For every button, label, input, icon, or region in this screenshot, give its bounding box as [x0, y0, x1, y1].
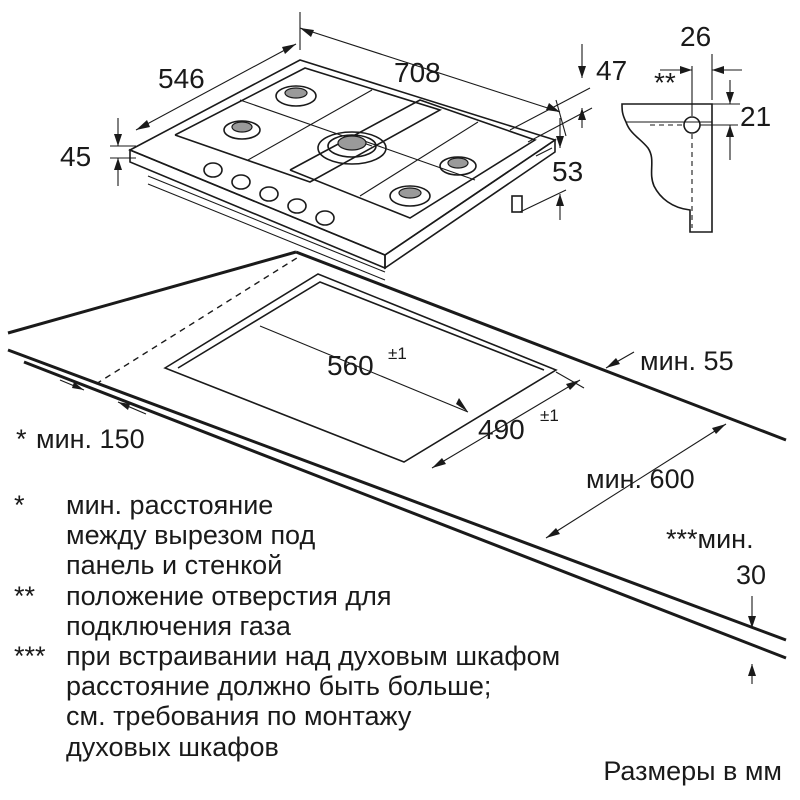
dim-width-label: 708: [394, 57, 441, 88]
dim-gas-21-label: 21: [740, 101, 771, 132]
burner-front-right: [389, 185, 431, 207]
cutout-width-label: 560: [327, 350, 374, 381]
cutout-depth-tolerance: ±1: [540, 406, 559, 425]
worktop: [7, 250, 787, 660]
clearance-back-label: мин. 55: [640, 346, 734, 376]
footnote-mark: **: [14, 580, 36, 611]
cutout-width-tolerance: ±1: [388, 344, 407, 363]
footnote-mark: ***: [14, 641, 46, 672]
dim-min-150: [59, 379, 147, 415]
clearance-oven-label: 30: [736, 560, 766, 590]
dim-gas-26-label: 26: [680, 21, 711, 52]
clearance-oven-mark: ***мин.: [666, 524, 754, 554]
dim-offset-47-label: 47: [596, 55, 627, 86]
footnotes: * мин. расстояние между вырезом под пане…: [14, 490, 574, 762]
footnote-3: *** при встраивании над духовым шкафом р…: [14, 641, 574, 762]
footnote-1: * мин. расстояние между вырезом под пане…: [14, 490, 574, 581]
gas-detail-profile: [621, 100, 740, 233]
gas-connector: [511, 195, 523, 213]
dim-min-30: [748, 596, 756, 684]
dim-depth-546: [135, 43, 297, 131]
burner-front-left: [223, 120, 261, 140]
hob-illustration: [128, 59, 557, 281]
clearance-side-label: мин. 150: [36, 424, 145, 454]
wall-reference: [95, 255, 301, 385]
dim-cutout-560: [259, 325, 469, 413]
dim-offset-53-label: 53: [552, 156, 583, 187]
footnote-text: мин. расстояние между вырезом под панель…: [66, 490, 316, 581]
clearance-side-mark: *: [16, 424, 27, 454]
dim-height-label: 45: [60, 141, 91, 172]
units-label: Размеры в мм: [603, 756, 782, 786]
dim-min-600: [545, 423, 727, 539]
footnote-text: при встраивании над духовым шкафом расст…: [66, 641, 561, 762]
footnote-mark: *: [14, 490, 25, 520]
footnote-text: положение отверстия для подключения газа: [66, 580, 392, 641]
cutout-depth-label: 490: [478, 414, 525, 445]
clearance-front-label: мин. 600: [586, 464, 695, 494]
dim-cutout-490: [431, 371, 585, 469]
dim-offset-53: [519, 118, 567, 220]
dim-min-55: [605, 351, 635, 369]
burner-rear-right: [439, 156, 477, 176]
control-knobs: [203, 162, 335, 226]
worktop-cutout: [163, 273, 558, 463]
footnote-2: ** положение отверстия для подключения г…: [14, 581, 574, 641]
burner-rear-left: [275, 85, 317, 107]
dim-offset-47: [509, 44, 593, 143]
dim-height-45: [110, 118, 136, 186]
dim-depth-label: 546: [158, 63, 205, 94]
gas-detail-mark: **: [654, 67, 676, 98]
burner-wok: [317, 131, 387, 165]
dim-gas-26: [660, 54, 742, 100]
dim-gas-21: [726, 80, 734, 160]
